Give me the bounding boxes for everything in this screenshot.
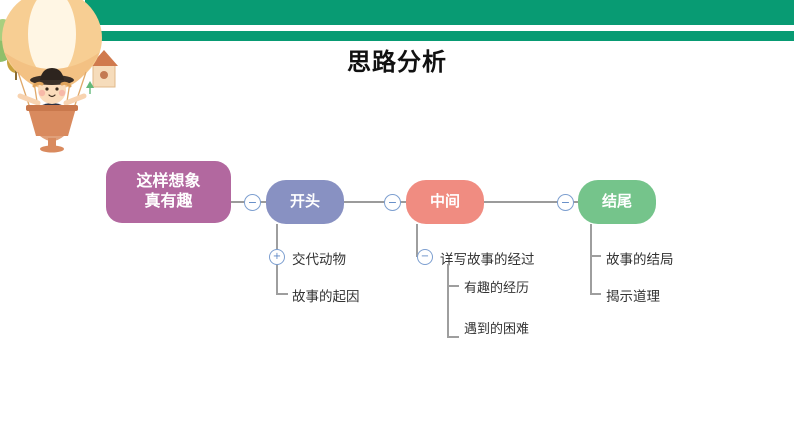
root-label-line2: 真有趣 (144, 193, 193, 210)
sub-item-jiaodaidongwu[interactable]: 交代动物 (292, 252, 346, 267)
sub-item-youqudejingli[interactable]: 有趣的经历 (464, 280, 530, 295)
spine-jiewei (590, 224, 592, 294)
balloon-envelope (2, 0, 102, 90)
toggle-xiangxiegushi[interactable]: − (417, 249, 433, 265)
toggle-branch-kaitou[interactable]: − (244, 194, 261, 211)
balloon-basket (26, 105, 78, 153)
birdhouse-icon (90, 50, 118, 88)
toggle-branch-zhongjian[interactable]: − (384, 194, 401, 211)
sub-item-gushideqiyin[interactable]: 故事的起因 (292, 289, 360, 304)
connector-branch1-to-branch2 (344, 201, 406, 203)
mindmap-node-jiewei[interactable]: 结尾 (578, 180, 656, 224)
node-label-zhongjian: 中间 (429, 192, 460, 210)
page-title: 思路分析 (347, 49, 447, 76)
elbow-jieshi (590, 293, 601, 295)
node-label-kaitou: 开头 (289, 192, 320, 210)
toggle-branch-jiewei[interactable]: − (557, 194, 574, 211)
hot-air-balloon-illustration (0, 0, 118, 153)
sub-item-gushidejieju[interactable]: 故事的结局 (606, 252, 674, 267)
elbow-jieju (590, 255, 601, 257)
sub-item-jieshidaoli[interactable]: 揭示道理 (606, 289, 660, 304)
mindmap-node-zhongjian[interactable]: 中间 (406, 180, 484, 224)
elbow-youqu (447, 285, 459, 287)
root-label-line1: 这样想象 (136, 173, 201, 190)
plant-icon (86, 81, 94, 94)
mindmap-node-kaitou[interactable]: 开头 (266, 180, 344, 224)
spine-zhongjian (416, 224, 418, 257)
toggle-jiaodaidongwu[interactable]: + (269, 249, 285, 265)
connector-branch2-to-branch3 (484, 201, 578, 203)
elbow-yudao (447, 336, 459, 338)
mindmap-node-root[interactable]: 这样想象 真有趣 (106, 161, 231, 223)
sub-item-yudaodekunnan[interactable]: 遇到的困难 (464, 321, 530, 336)
sub-item-xiangxiegushi[interactable]: 详写故事的经过 (440, 252, 535, 267)
elbow-kaitou-2 (276, 293, 288, 295)
banner-bar-top (85, 0, 794, 25)
node-label-jiewei: 结尾 (601, 192, 632, 210)
banner-bar-bottom (85, 31, 794, 41)
spine-xiangxiegushi (447, 264, 449, 337)
